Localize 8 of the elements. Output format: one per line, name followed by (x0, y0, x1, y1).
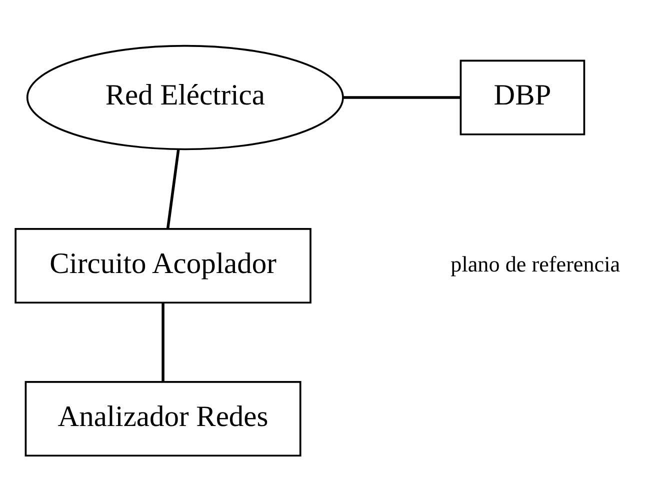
label: plano de referencia (450, 250, 620, 276)
node-box: Analizador Redes (24, 380, 302, 456)
connector (166, 148, 180, 228)
connector (162, 302, 164, 382)
node-box: DBP (460, 59, 586, 135)
node-box: Circuito Acoplador (14, 227, 312, 304)
node-ellipse: Red Eléctrica (26, 44, 344, 150)
connector (343, 96, 460, 98)
